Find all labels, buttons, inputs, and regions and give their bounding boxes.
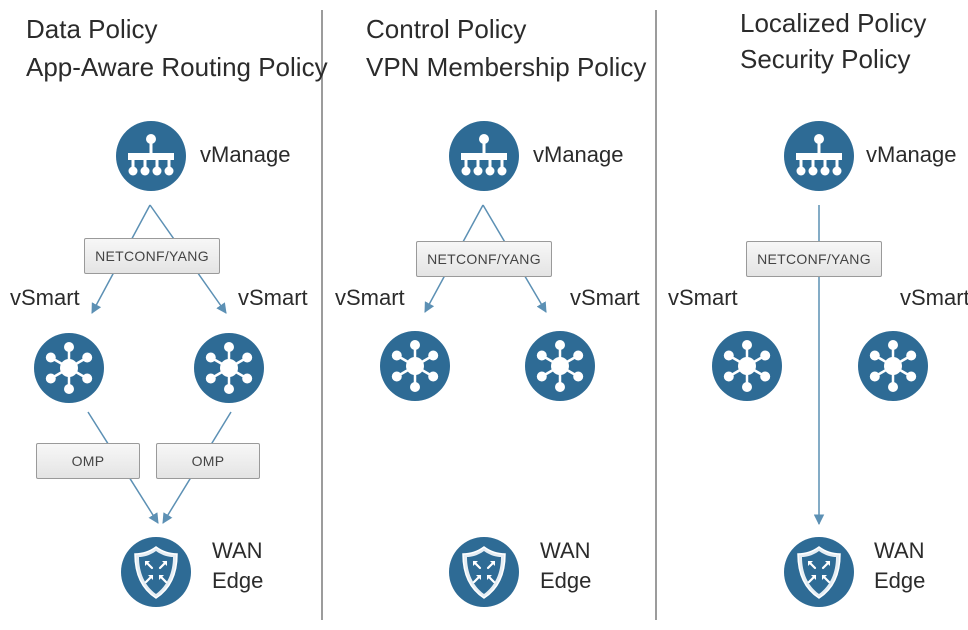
vsmart-hub-icon xyxy=(857,330,929,402)
vsmart-label: vSmart xyxy=(238,285,308,310)
vmanage-controller-icon xyxy=(783,120,855,192)
vmanage-controller-icon xyxy=(448,120,520,192)
vsmart-hub-icon xyxy=(379,330,451,402)
netconf-yang-badge: NETCONF/YANG xyxy=(746,241,882,277)
vmanage-label: vManage xyxy=(200,142,291,167)
panel-title-line-2: VPN Membership Policy xyxy=(366,52,647,82)
wan-edge-label-line-2: Edge xyxy=(874,568,926,593)
wan-edge-shield-icon xyxy=(783,536,855,608)
panel-title-line-1: Data Policy xyxy=(26,14,158,44)
wan-edge-label-line-2: Edge xyxy=(540,568,592,593)
wan-edge-label-line-2: Edge xyxy=(212,568,264,593)
omp-badge: OMP xyxy=(156,443,260,479)
panel-title-line-1: Localized Policy xyxy=(740,8,927,38)
omp-badge: OMP xyxy=(36,443,140,479)
netconf-yang-badge: NETCONF/YANG xyxy=(84,238,220,274)
vmanage-controller-icon xyxy=(115,120,187,192)
vsmart-hub-icon xyxy=(524,330,596,402)
vmanage-label: vManage xyxy=(533,142,624,167)
panel-divider xyxy=(321,10,323,620)
vsmart-label: vSmart xyxy=(335,285,405,310)
wan-edge-label-line-1: WAN xyxy=(540,538,591,563)
vsmart-hub-icon xyxy=(193,332,265,404)
vsmart-label: vSmart xyxy=(570,285,640,310)
vsmart-label: vSmart xyxy=(668,285,738,310)
wan-edge-shield-icon xyxy=(448,536,520,608)
vsmart-hub-icon xyxy=(33,332,105,404)
wan-edge-label-line-1: WAN xyxy=(874,538,925,563)
netconf-yang-badge: NETCONF/YANG xyxy=(416,241,552,277)
panel-title-line-1: Control Policy xyxy=(366,14,527,44)
panel-divider xyxy=(655,10,657,620)
vsmart-label: vSmart xyxy=(10,285,80,310)
vsmart-hub-icon xyxy=(711,330,783,402)
wan-edge-shield-icon xyxy=(120,536,192,608)
wan-edge-label-line-1: WAN xyxy=(212,538,263,563)
panel-title-line-2: Security Policy xyxy=(740,44,911,74)
panel-title-line-2: App-Aware Routing Policy xyxy=(26,52,328,82)
vsmart-label: vSmart xyxy=(900,285,968,310)
vmanage-label: vManage xyxy=(866,142,957,167)
